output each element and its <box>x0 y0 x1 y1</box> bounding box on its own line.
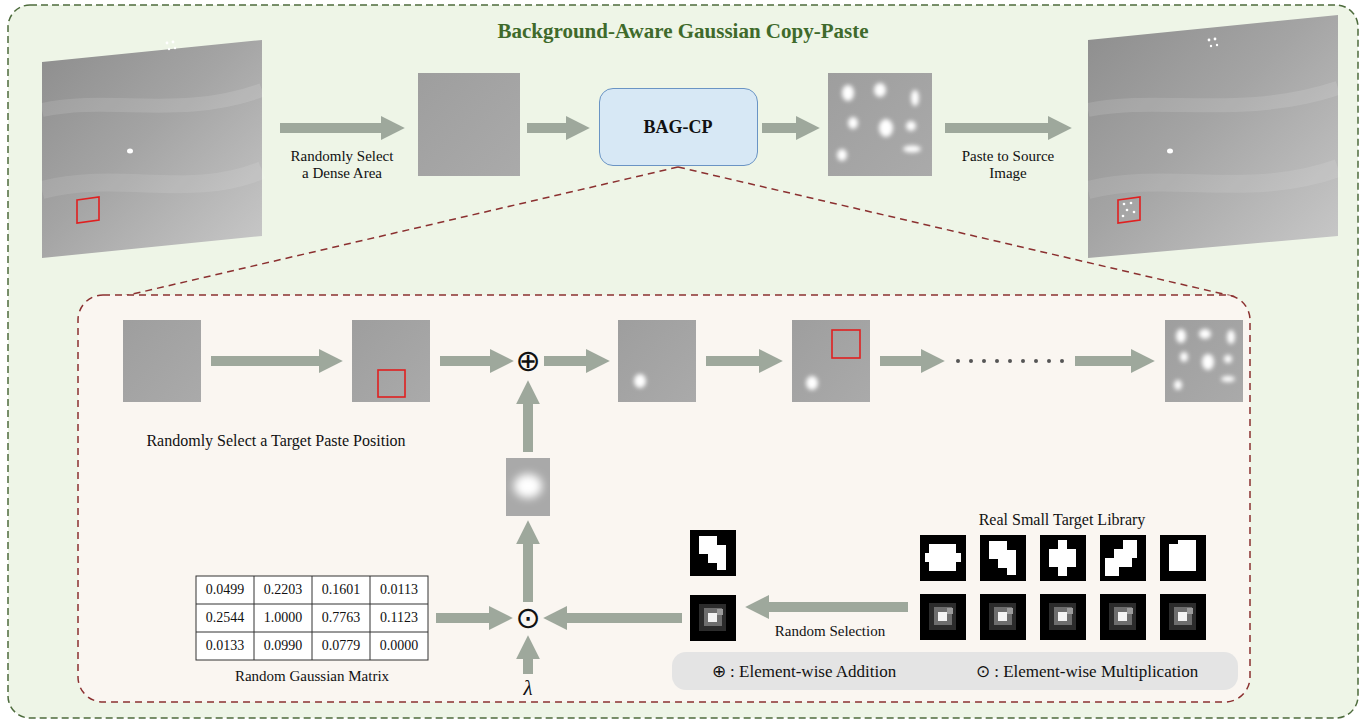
matrix-cell: 0.2203 <box>264 582 303 598</box>
legend-box: ⊕ : Element-wise Addition ⊙ : Element-wis… <box>672 652 1238 690</box>
matrix-cell: 0.0499 <box>206 582 245 598</box>
matrix-cell: 1.0000 <box>264 610 303 626</box>
caption-label: Random Gaussian Matrix <box>235 668 389 685</box>
matrix-cell: 0.2544 <box>206 610 245 626</box>
caption-label: Random Selection <box>775 623 885 640</box>
caption-label: Paste to Source Image <box>951 148 1066 183</box>
node-text: ⊙ : Element-wise Multiplication <box>976 661 1198 682</box>
panel-title: Background-Aware Gaussian Copy-Paste <box>8 19 1358 44</box>
matrix-cell: 0.0133 <box>206 638 245 654</box>
matrix-cell: 0.1123 <box>380 610 418 626</box>
matrix-cell: 0.0779 <box>322 638 361 654</box>
operator-symbol: ⊙ <box>515 603 540 633</box>
node-text: ⊕ : Element-wise Addition <box>712 661 896 682</box>
caption-label: Randomly Select a Target Paste Position <box>96 432 456 450</box>
process-box: BAG-CP <box>599 88 758 166</box>
matrix-cell: 0.1601 <box>322 582 361 598</box>
caption-label: Randomly Select a Dense Area <box>288 148 396 183</box>
operator-symbol: ⊕ <box>515 346 540 376</box>
weight-symbol: λ <box>523 676 532 700</box>
node-text: BAG-CP <box>644 117 713 138</box>
matrix-cell: 0.0990 <box>264 638 303 654</box>
matrix-cell: 0.0113 <box>380 582 418 598</box>
matrix-cell: 0.0000 <box>380 638 419 654</box>
matrix-cell: 0.7763 <box>322 610 361 626</box>
caption-label: Real Small Target Library <box>979 511 1146 529</box>
